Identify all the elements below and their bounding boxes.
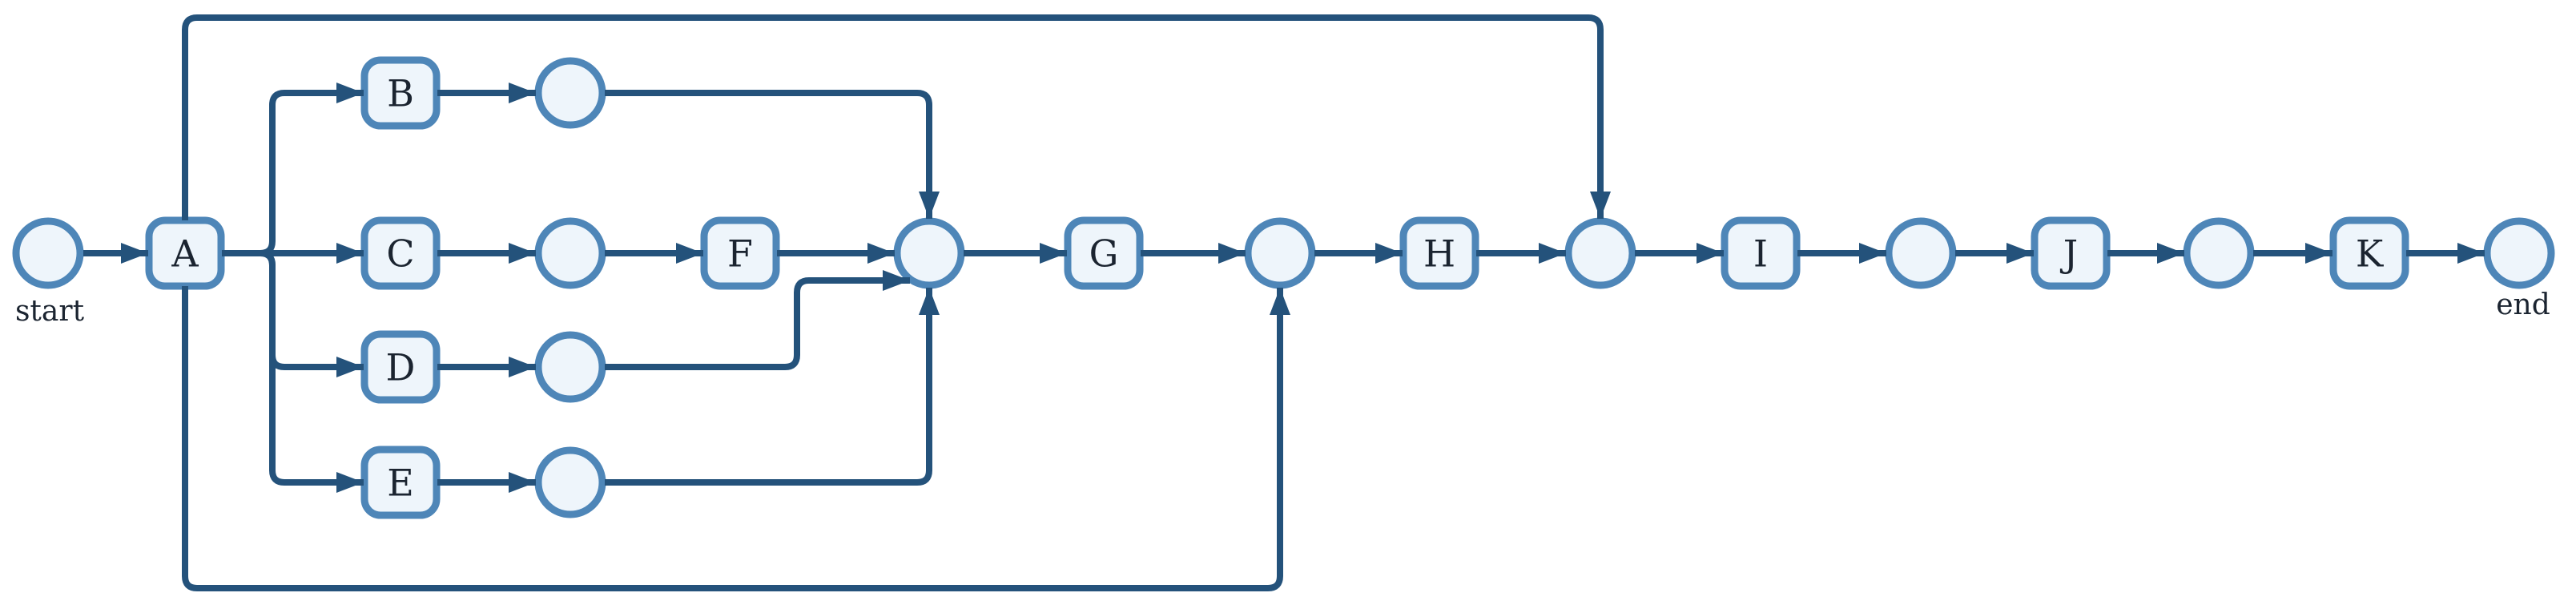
place-p5-circle xyxy=(893,217,965,289)
edge-A-E xyxy=(222,250,364,493)
place-start-circle xyxy=(12,217,84,289)
transition-I: I xyxy=(1721,216,1801,290)
place-end-caption: end xyxy=(2496,288,2550,321)
transition-K-label: K xyxy=(2356,232,2385,276)
transition-G-label: G xyxy=(1089,232,1119,276)
place-p1-circle xyxy=(534,57,606,129)
edge-p3-p5 xyxy=(605,270,910,370)
transition-H-box xyxy=(1399,216,1479,290)
place-p7 xyxy=(1564,217,1636,289)
place-p4 xyxy=(534,446,606,518)
transition-F: F xyxy=(700,216,780,290)
transition-K-box xyxy=(2329,216,2409,290)
transition-J-box xyxy=(2031,216,2111,290)
transition-K: K xyxy=(2329,216,2409,290)
place-p3-circle xyxy=(534,331,606,403)
edge-A-B xyxy=(222,83,364,256)
transition-C: C xyxy=(360,216,441,290)
place-p7-circle xyxy=(1564,217,1636,289)
place-end: end xyxy=(2483,217,2555,321)
transition-B-label: B xyxy=(387,72,414,115)
edge-p4-p5 xyxy=(605,288,940,486)
transition-A-label: A xyxy=(171,232,199,276)
place-p6-circle xyxy=(1244,217,1316,289)
transition-G: G xyxy=(1064,216,1144,290)
transition-E: E xyxy=(360,446,441,519)
transition-B: B xyxy=(360,56,441,130)
transition-D-label: D xyxy=(386,346,416,389)
transition-I-label: I xyxy=(1753,232,1768,276)
edge-A-D xyxy=(222,250,364,377)
transition-J-label: J xyxy=(2060,232,2078,276)
transition-H: H xyxy=(1399,216,1479,290)
transition-F-label: F xyxy=(727,232,753,276)
transition-H-label: H xyxy=(1423,232,1455,276)
place-p6 xyxy=(1244,217,1316,289)
transition-E-label: E xyxy=(387,462,414,505)
edge-A-p6 xyxy=(182,286,1290,591)
transition-D: D xyxy=(360,330,441,404)
place-p9-circle xyxy=(2183,217,2255,289)
transition-F-box xyxy=(700,216,780,290)
transition-B-box xyxy=(360,56,441,130)
place-p2-circle xyxy=(534,217,606,289)
transition-C-label: C xyxy=(386,232,414,276)
place-start: start xyxy=(12,217,85,328)
place-start-caption: start xyxy=(15,295,85,328)
edge-p1-p5 xyxy=(605,90,940,219)
place-p1 xyxy=(534,57,606,129)
transition-C-box xyxy=(360,216,441,290)
place-p2 xyxy=(534,217,606,289)
place-p8 xyxy=(1885,217,1957,289)
transition-G-box xyxy=(1064,216,1144,290)
place-end-circle xyxy=(2483,217,2555,289)
transition-J: J xyxy=(2031,216,2111,290)
place-p5 xyxy=(893,217,965,289)
place-p4-circle xyxy=(534,446,606,518)
edge-A-p7 xyxy=(182,14,1611,220)
transition-D-box xyxy=(360,330,441,404)
transition-I-box xyxy=(1721,216,1801,290)
place-p8-circle xyxy=(1885,217,1957,289)
place-p3 xyxy=(534,331,606,403)
transition-E-box xyxy=(360,446,441,519)
place-p9 xyxy=(2183,217,2255,289)
transition-A: A xyxy=(145,216,225,290)
